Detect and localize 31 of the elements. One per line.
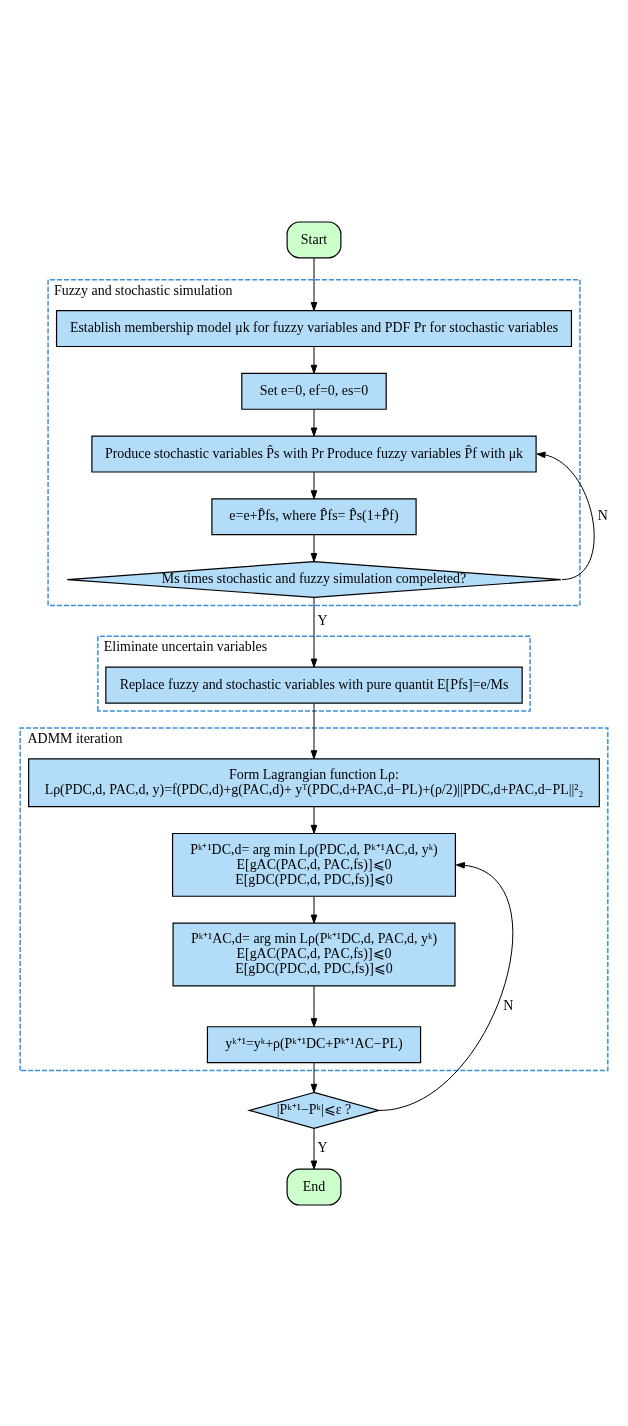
node-box: Set e=0, ef=0, es=0 bbox=[241, 372, 387, 410]
edge-label: N bbox=[597, 507, 608, 523]
arrow bbox=[310, 408, 318, 436]
node-box: Establish membership model μk for fuzzy variables and PDF Pr for stochastic variables bbox=[55, 309, 573, 347]
arrow bbox=[310, 1127, 318, 1169]
arrow bbox=[536, 451, 595, 580]
node-box: yᵏ⁺¹=yᵏ+ρ(Pᵏ⁺¹DC+Pᵏ⁺¹AC−PL) bbox=[206, 1025, 422, 1063]
arrow bbox=[310, 985, 318, 1027]
arrow bbox=[310, 805, 318, 834]
node-box: Pᵏ⁺¹AC,d= arg min Lρ(Pᵏ⁺¹DC,d, PAC,d, yᵏ) E[gAC(PAC,d, PAC,fs)]⩽0 E[gDC(PDC,d, PDC,fs)]⩽0 bbox=[172, 922, 456, 986]
edge-label: Y bbox=[317, 1139, 328, 1155]
edge-label: N bbox=[503, 997, 514, 1013]
node-diamond: Ms times stochastic and fuzzy simulation compeleted? bbox=[66, 560, 562, 598]
node-box: Replace fuzzy and stochastic variables with pure quantit E[Pfs]=e/Ms bbox=[105, 666, 523, 704]
arrow bbox=[310, 471, 318, 499]
arrow bbox=[379, 861, 514, 1111]
edge-label: Y bbox=[317, 612, 328, 628]
node-diamond: |Pᵏ⁺¹−Pᵏ|⩽ε ? bbox=[247, 1091, 381, 1129]
node-box: Pᵏ⁺¹DC,d= arg min Lρ(PDC,d, Pᵏ⁺¹AC,d, yᵏ) E[gAC(PAC,d, PAC,fs)]⩽0 E[gDC(PDC,d, PDC,fs)]⩽0 bbox=[171, 832, 457, 897]
arrow bbox=[310, 702, 318, 759]
arrow bbox=[310, 257, 318, 311]
node-box: Form Lagrangian function Lρ: Lρ(PDC,d, PAC,d, y)=f(PDC,d)+g(PAC,d)+ yᵀ(PDC,d+PAC,d−PL)+(ρ/2)||PDC,d+PAC,d−PL||²₂ bbox=[28, 757, 600, 807]
arrow bbox=[310, 345, 318, 374]
arrow bbox=[310, 895, 318, 924]
arrow bbox=[310, 596, 318, 667]
arrow bbox=[310, 1061, 318, 1093]
node-box: Produce stochastic variables P̂s with Pr Produce fuzzy variables P̂f with μk bbox=[91, 435, 537, 473]
node-box: Start bbox=[286, 220, 342, 258]
node-box: e=e+P̂fs, where P̂fs= P̂s(1+P̂f) bbox=[211, 497, 417, 535]
arrow bbox=[310, 534, 318, 562]
node-box: End bbox=[286, 1168, 342, 1206]
